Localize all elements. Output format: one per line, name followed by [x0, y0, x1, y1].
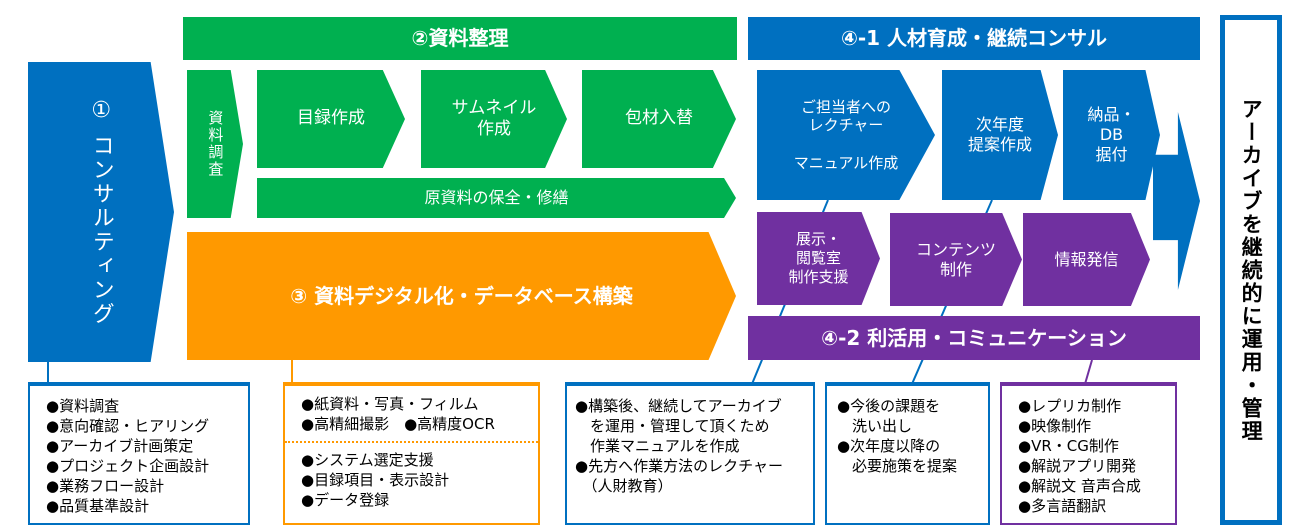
archive-goal: アーカイブを継続的に運用・管理 [1220, 15, 1282, 525]
proposal-details: ●今後の課題を 洗い出し ●次年度以降の 必要施策を提案 [825, 382, 990, 525]
exhibit-step: 展示・ 閲覧室 制作支援 [757, 212, 880, 305]
detail-item: ●システム選定支援 [301, 451, 434, 469]
lecture-step: ご担当者への レクチャー マニュアル作成 [757, 70, 935, 200]
detail-item: ●アーカイブ計画策定 [46, 437, 194, 455]
repack-step: 包材入替 [582, 70, 736, 168]
utilization-details: ●レプリカ制作 ●映像制作 ●VR・CG制作 ●解説アプリ開発 ●解説文 音声合… [1000, 382, 1177, 525]
detail-item: （人財教育） [575, 477, 673, 495]
detail-item: ●データ登録 [301, 491, 390, 509]
detail-item: ●映像制作 [1018, 417, 1092, 435]
detail-item: ●資料調査 [46, 397, 120, 415]
detail-item: ●次年度以降の [837, 437, 941, 455]
consulting-details: ●資料調査 ●意向確認・ヒアリング ●アーカイブ計画策定 ●プロジェクト企画設計… [28, 382, 250, 525]
detail-item: ●解説文 音声合成 [1018, 477, 1141, 495]
detail-item: ●解説アプリ開発 [1018, 457, 1137, 475]
detail-item: 必要施策を提案 [837, 457, 958, 475]
survey-step: 資料調査 [187, 70, 243, 218]
detail-item: ●プロジェクト企画設計 [46, 457, 210, 475]
detail-item: 洗い出し [837, 417, 913, 435]
divider [285, 441, 538, 443]
thumbnail-step: サムネイル 作成 [421, 70, 567, 168]
detail-item: ●VR・CG制作 [1018, 437, 1119, 455]
detail-item: 作業マニュアルを作成 [575, 437, 740, 455]
detail-item: ●今後の課題を [837, 397, 941, 415]
digital-details: ●紙資料・写真・フィルム ●高精細撮影 ●高精度OCR ●システム選定支援 ●目… [283, 382, 540, 525]
detail-item: ●紙資料・写真・フィルム [301, 395, 479, 413]
detail-item: ●目録項目・表示設計 [301, 471, 450, 489]
training-details: ●構築後、継続してアーカイブ を運用・管理して頂くため 作業マニュアルを作成 ●… [565, 382, 815, 525]
detail-item: ●意向確認・ヒアリング [46, 417, 210, 435]
organize-header: ②資料整理 [183, 17, 737, 60]
detail-item: ●レプリカ制作 [1018, 397, 1122, 415]
utilization-header: ④-2 利活用・コミュニケーション [748, 316, 1200, 360]
detail-item: ●品質基準設計 [46, 497, 150, 515]
detail-item: ●多言語翻訳 [1018, 497, 1107, 515]
conservation-step: 原資料の保全・修繕 [257, 178, 736, 218]
detail-item: ●業務フロー設計 [46, 477, 165, 495]
digital-stage: ③ 資料デジタル化・データベース構築 [187, 232, 736, 360]
delivery-step: 納品・ DB 据付 [1063, 70, 1160, 200]
detail-item: ●先方へ作業方法のレクチャー [575, 457, 783, 475]
catalog-step: 目録作成 [257, 70, 405, 168]
consulting-stage: ① コンサルティング [28, 62, 174, 362]
content-step: コンテンツ 制作 [890, 213, 1022, 306]
detail-item: ●構築後、継続してアーカイブ [575, 397, 782, 415]
proposal-step: 次年度 提案作成 [942, 70, 1058, 200]
detail-item: を運用・管理して頂くため [575, 417, 770, 435]
training-header: ④-1 人材育成・継続コンサル [748, 17, 1200, 60]
info-step: 情報発信 [1023, 213, 1150, 306]
detail-item: ●高精細撮影 ●高精度OCR [301, 415, 495, 433]
